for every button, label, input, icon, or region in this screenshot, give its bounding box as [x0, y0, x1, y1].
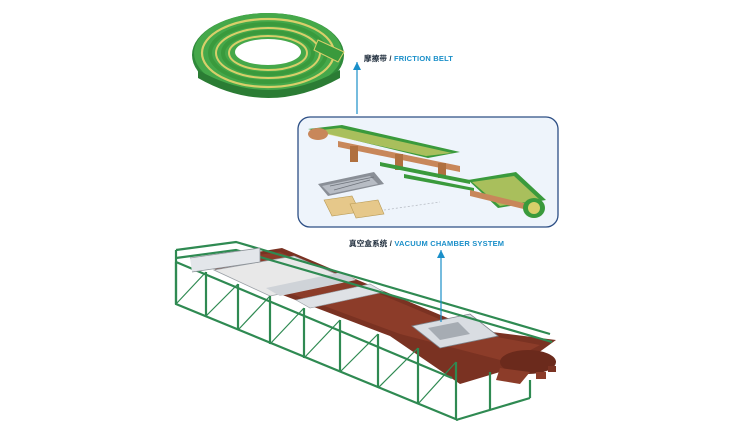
- vacuum-chamber-label-cn: 真空盒系统: [349, 239, 388, 248]
- vacuum-chamber-label-en: VACUUM CHAMBER SYSTEM: [394, 239, 505, 248]
- friction-belt-coil-icon: [192, 13, 345, 98]
- belt-pointer-arrowhead: [353, 62, 361, 70]
- belt-filter-machine-icon: [174, 240, 556, 422]
- vacuum-pointer-arrowhead: [437, 250, 445, 258]
- vacuum-chamber-label-sep: /: [387, 239, 395, 248]
- friction-belt-label-sep: /: [387, 54, 394, 63]
- vacuum-chamber-inset: [297, 116, 559, 228]
- friction-belt-label-en: FRICTION BELT: [393, 54, 454, 63]
- vacuum-chamber-label: 真空盒系统 / VACUUM CHAMBER SYSTEM: [349, 238, 504, 249]
- friction-belt-label: 摩擦带 / FRICTION BELT: [364, 53, 453, 64]
- friction-belt-label-cn: 摩擦带: [364, 54, 388, 63]
